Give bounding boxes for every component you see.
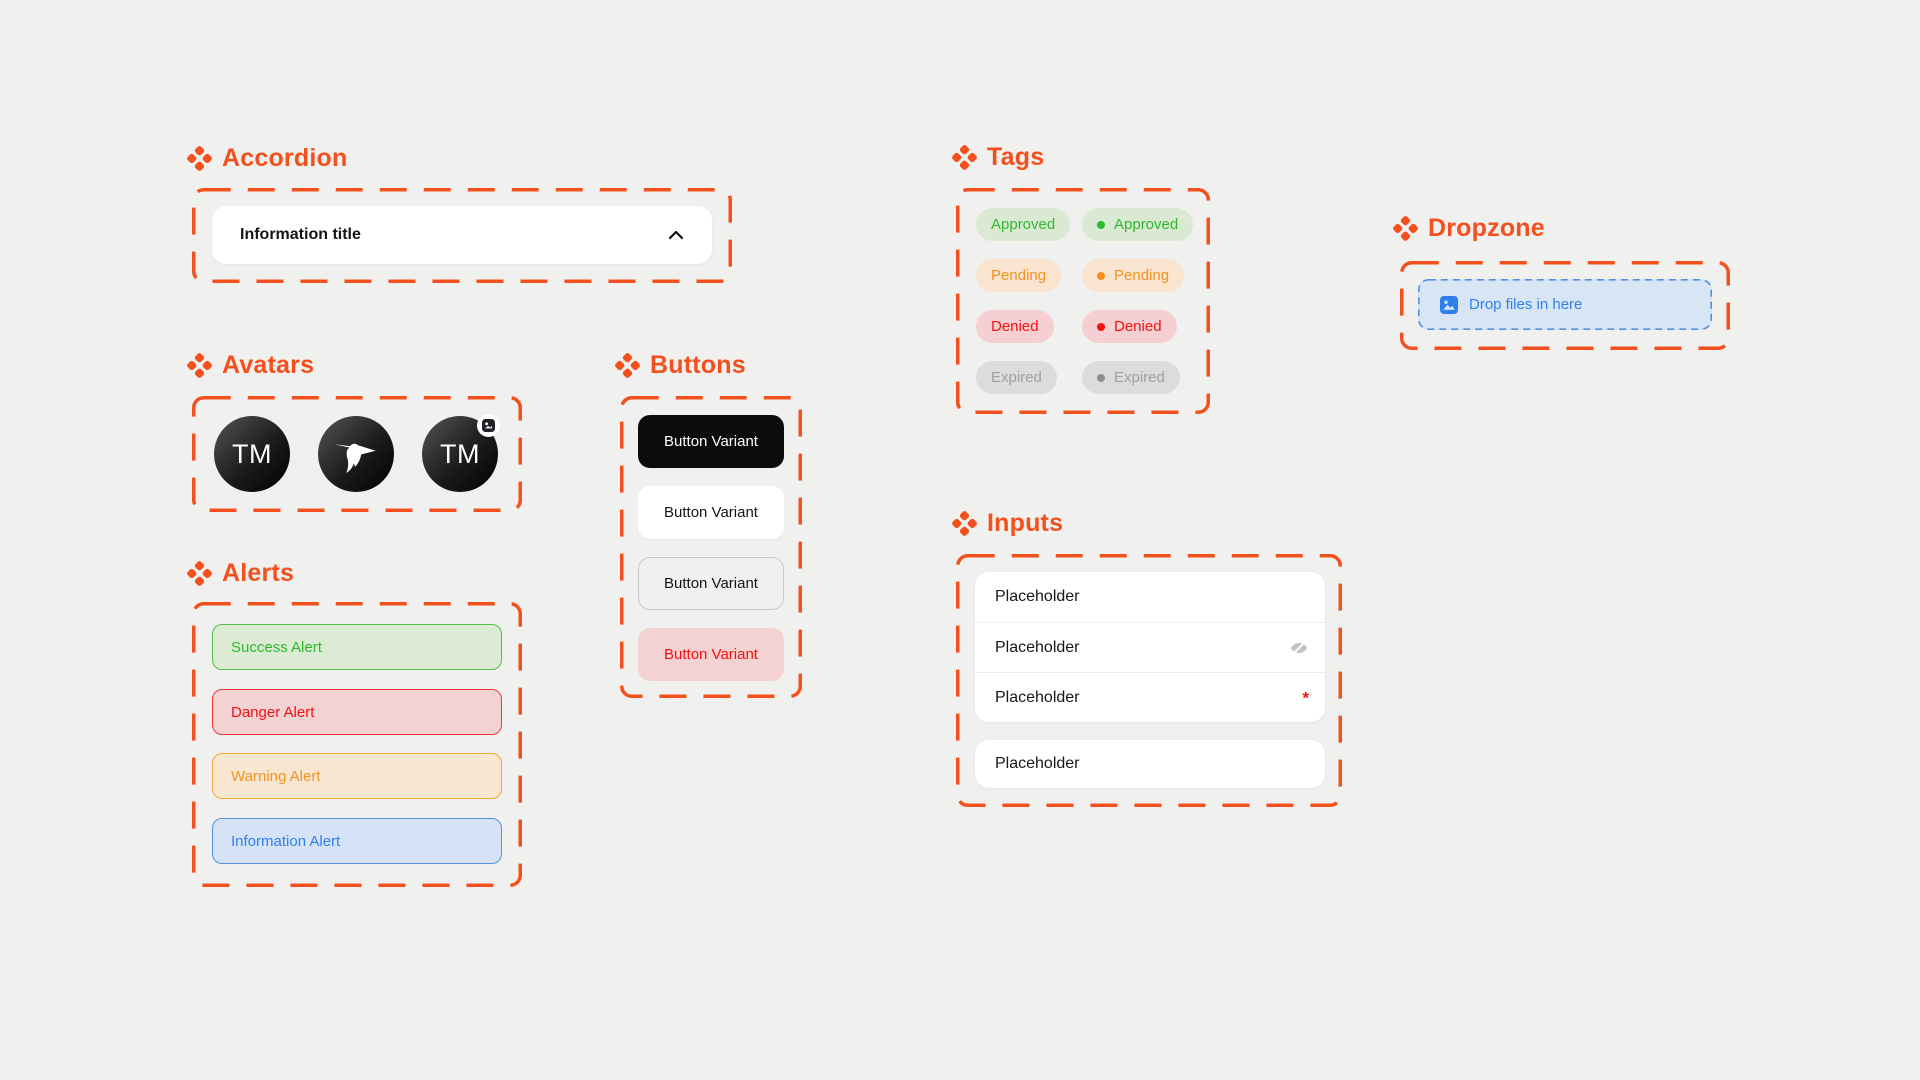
- avatar-initials-badge: TM: [422, 414, 500, 492]
- button-outline[interactable]: Button Variant: [638, 557, 784, 610]
- avatar-logo: [318, 416, 394, 492]
- alert-danger: Danger Alert: [212, 689, 502, 735]
- inputs-frame: *: [956, 554, 1342, 807]
- tag-pending-dotted: Pending: [1082, 259, 1185, 292]
- status-dot: [1097, 220, 1105, 229]
- tag-approved: Approved: [976, 208, 1071, 241]
- tag-label: Approved: [1114, 216, 1179, 233]
- diamond-sparkle-icon: [614, 351, 641, 379]
- required-input[interactable]: [975, 673, 1325, 722]
- tag-label: Approved: [991, 216, 1056, 233]
- section-title-tags: Tags: [987, 142, 1045, 171]
- tag-label: Denied: [1114, 318, 1162, 335]
- section-header-alerts: Alerts: [186, 558, 295, 588]
- input-row-password: [975, 622, 1325, 672]
- section-title-buttons: Buttons: [650, 350, 746, 379]
- status-dot: [1097, 373, 1105, 382]
- tag-label: Expired: [991, 369, 1042, 386]
- section-title-accordion: Accordion: [222, 143, 348, 172]
- section-header-inputs: Inputs: [951, 508, 1064, 538]
- tag-approved-dotted: Approved: [1082, 208, 1194, 241]
- diamond-sparkle-icon: [951, 509, 978, 537]
- accordion-frame: Information title: [192, 188, 732, 283]
- tag-label: Expired: [1114, 369, 1165, 386]
- section-header-buttons: Buttons: [614, 350, 746, 380]
- diamond-sparkle-icon: [951, 143, 978, 171]
- tag-label: Pending: [991, 267, 1047, 284]
- status-dot: [1097, 271, 1105, 280]
- diamond-sparkle-icon: [186, 559, 213, 587]
- tags-frame: Approved Pending Denied Expired Approved…: [956, 188, 1210, 414]
- avatar-initials-text: TM: [440, 438, 480, 469]
- section-header-dropzone: Dropzone: [1392, 213, 1545, 243]
- input-row-required: *: [975, 672, 1325, 722]
- required-asterisk: *: [1302, 688, 1309, 707]
- diamond-sparkle-icon: [1392, 214, 1419, 242]
- alerts-frame: Success Alert Danger Alert Warning Alert…: [192, 602, 522, 887]
- image-icon: [1440, 295, 1458, 314]
- tag-pending: Pending: [976, 259, 1062, 292]
- tag-label: Denied: [991, 318, 1039, 335]
- alert-label: Danger Alert: [231, 703, 315, 721]
- section-header-tags: Tags: [951, 142, 1045, 172]
- text-input[interactable]: [975, 740, 1325, 788]
- accordion-item-label: Information title: [240, 226, 361, 243]
- section-header-avatars: Avatars: [186, 350, 315, 380]
- hummingbird-icon: [334, 443, 376, 473]
- tag-denied-dotted: Denied: [1082, 310, 1177, 343]
- dropzone-label: Drop files in here: [1469, 296, 1583, 313]
- tag-expired: Expired: [976, 361, 1057, 394]
- tag-expired-dotted: Expired: [1082, 361, 1180, 394]
- tag-denied: Denied: [976, 310, 1054, 343]
- button-danger-soft[interactable]: Button Variant: [638, 628, 784, 681]
- diamond-sparkle-icon: [186, 351, 213, 379]
- status-dot: [1097, 322, 1105, 331]
- alert-success: Success Alert: [212, 624, 502, 670]
- section-header-accordion: Accordion: [186, 143, 348, 173]
- accordion-item[interactable]: Information title: [212, 206, 712, 264]
- alert-label: Information Alert: [231, 832, 341, 850]
- avatar-initials-text: TM: [232, 438, 272, 469]
- dropzone-frame: Drop files in here: [1400, 261, 1730, 350]
- alert-label: Success Alert: [231, 638, 322, 656]
- button-solid-white[interactable]: Button Variant: [638, 486, 784, 539]
- avatar-initials: TM: [214, 416, 290, 492]
- dropzone-area[interactable]: Drop files in here: [1418, 279, 1712, 331]
- section-title-dropzone: Dropzone: [1428, 213, 1545, 242]
- eye-off-icon[interactable]: [1289, 638, 1309, 658]
- chevron-up-icon: [668, 230, 684, 240]
- alert-warning: Warning Alert: [212, 753, 502, 799]
- avatar-badge: [477, 414, 500, 437]
- input-row-basic: [975, 572, 1325, 622]
- button-solid-dark[interactable]: Button Variant: [638, 415, 784, 468]
- alert-information: Information Alert: [212, 818, 502, 864]
- input-group: *: [975, 572, 1325, 722]
- section-title-alerts: Alerts: [222, 558, 295, 587]
- alert-label: Warning Alert: [231, 767, 321, 785]
- text-input[interactable]: [975, 572, 1325, 622]
- buttons-frame: Button Variant Button Variant Button Var…: [620, 396, 802, 698]
- avatar-row: TM TM: [214, 414, 500, 492]
- tag-label: Pending: [1114, 267, 1170, 284]
- password-input[interactable]: [975, 623, 1325, 672]
- diamond-sparkle-icon: [186, 144, 213, 172]
- section-title-inputs: Inputs: [987, 508, 1064, 537]
- section-title-avatars: Avatars: [222, 350, 315, 379]
- image-icon: [482, 419, 495, 432]
- input-single: [975, 740, 1325, 788]
- avatars-frame: TM TM: [192, 396, 522, 512]
